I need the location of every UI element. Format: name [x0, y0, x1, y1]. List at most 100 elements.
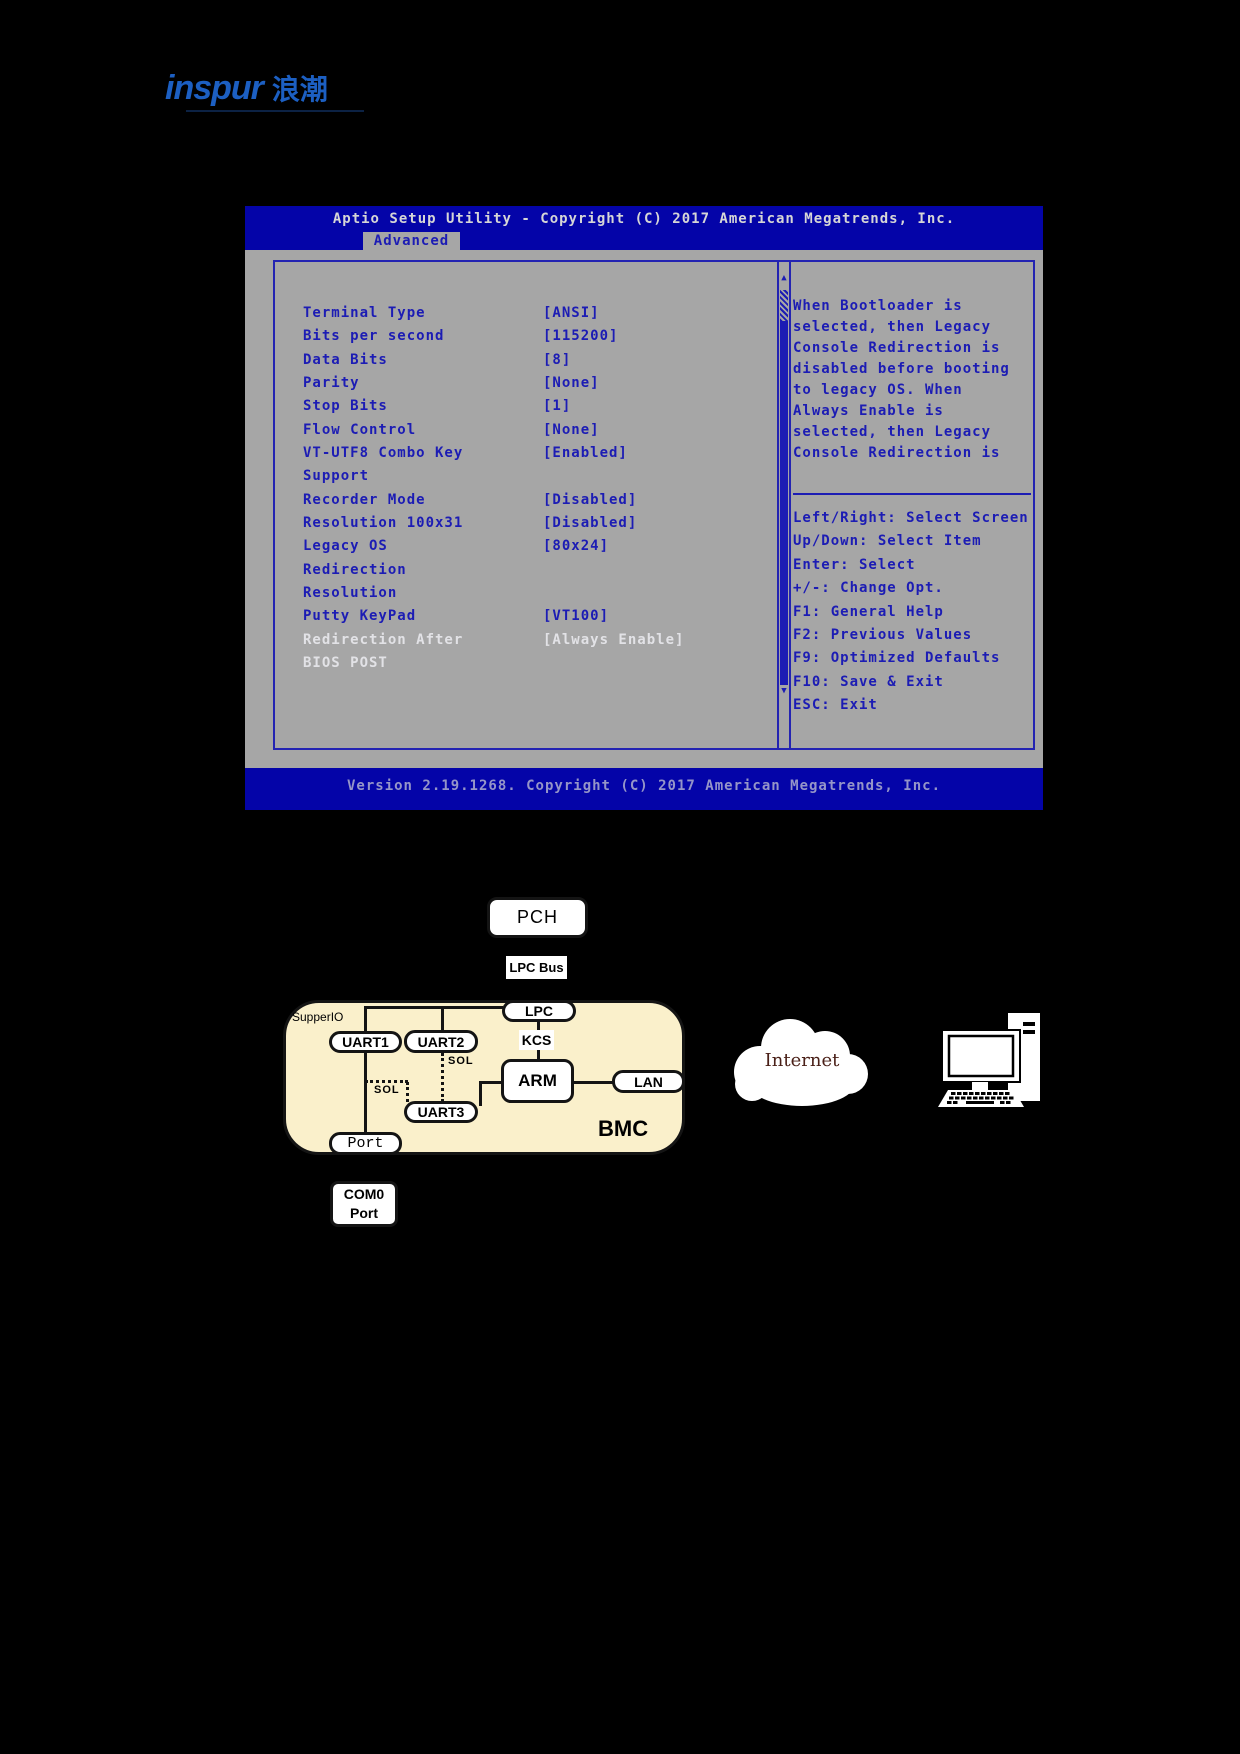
uart2-label: UART2: [417, 1033, 465, 1050]
uart1-label: UART1: [342, 1034, 389, 1050]
help-line: Console Redirection is: [793, 445, 1001, 461]
key-hint: F2: Previous Values: [793, 627, 973, 644]
bios-item-label: Terminal Type: [303, 305, 426, 321]
lan-box: LAN: [612, 1070, 685, 1093]
scroll-down-icon[interactable]: ▼: [781, 686, 787, 696]
bios-menu-item[interactable]: Resolution 100x31 [Disabled]: [303, 512, 773, 535]
pch-box: PCH: [487, 897, 588, 938]
logo-underline: [186, 110, 364, 112]
sol-dotted-uart2-uart3: [441, 1053, 444, 1102]
bios-item-value: [Always Enable]: [543, 631, 685, 648]
kcs-label: KCS: [519, 1030, 554, 1050]
bios-item-label: BIOS POST: [303, 654, 388, 671]
key-hint: F9: Optimized Defaults: [793, 650, 1001, 667]
scroll-up-icon[interactable]: ▲: [781, 273, 787, 283]
bios-menu-item[interactable]: Redirection After [Always Enable]: [303, 629, 773, 652]
lpc-label: LPC: [525, 1003, 553, 1019]
internet-cloud: [722, 1012, 882, 1112]
bios-item-label: Bits per second: [303, 328, 445, 345]
bios-version-text: Version 2.19.1268. Copyright (C) 2017 Am…: [346, 778, 941, 794]
bios-header-bar: Aptio Setup Utility - Copyright (C) 2017…: [245, 206, 1043, 250]
line-top-bus: [364, 1006, 503, 1009]
bios-menu-item[interactable]: Stop Bits [1]: [303, 395, 773, 418]
bios-item-label: Resolution: [303, 584, 398, 601]
bios-menu-list: Terminal Type [ANSI] Bits per second [11520…: [303, 302, 773, 675]
bios-item-label: VT-UTF8 Combo Key: [303, 444, 464, 461]
bios-item-label: Flow Control: [303, 421, 417, 438]
key-hint: Enter: Select: [793, 556, 916, 573]
help-line: to legacy OS. When: [793, 382, 963, 398]
bios-menu-item[interactable]: Flow Control[None]: [303, 419, 773, 442]
sol-dotted-uart1-h: [365, 1080, 408, 1083]
bios-item-label: Parity: [303, 374, 360, 391]
bios-item-value: [8]: [543, 351, 572, 368]
key-hint: F10: Save & Exit: [793, 673, 944, 690]
bios-menu-item[interactable]: Data Bits [8]: [303, 349, 773, 372]
bios-footer-bar: Version 2.19.1268. Copyright (C) 2017 Am…: [245, 768, 1043, 810]
help-line: disabled before booting: [793, 361, 1010, 377]
line-arm-lan: [572, 1081, 615, 1084]
bios-menu-item[interactable]: Terminal Type [ANSI]: [303, 302, 773, 325]
line-arm-uart3-v: [479, 1081, 482, 1106]
uart3-box: UART3: [404, 1101, 478, 1123]
uart2-box: UART2: [404, 1030, 478, 1053]
port-label: Port: [347, 1135, 384, 1152]
pch-label: PCH: [516, 907, 558, 927]
bios-menu-item[interactable]: Parity [None]: [303, 372, 773, 395]
lpc-box: LPC: [502, 1000, 576, 1022]
bios-item-label: Legacy OS: [303, 538, 388, 555]
bios-item-value: [ANSI]: [543, 305, 600, 321]
help-line: selected, then Legacy: [793, 319, 992, 335]
bios-item-label: Putty KeyPad: [303, 608, 417, 625]
bios-item-label: Data Bits: [303, 351, 388, 368]
arm-box: ARM: [501, 1059, 574, 1103]
bios-item-value: [VT100]: [543, 608, 610, 625]
bios-menu-item[interactable]: Redirection: [303, 559, 773, 582]
help-divider: [793, 493, 1031, 495]
bios-menu-item[interactable]: Recorder Mode[Disabled]: [303, 489, 773, 512]
bios-item-value: [Disabled]: [543, 491, 638, 508]
bios-item-label: Redirection After: [303, 631, 464, 648]
bios-menu-item[interactable]: Bits per second [115200]: [303, 325, 773, 348]
computer-icon: [930, 1008, 1050, 1113]
bios-menu-item[interactable]: BIOS POST: [303, 652, 773, 675]
help-line: Console Redirection is: [793, 340, 1001, 356]
inspur-cjk: 浪潮: [271, 74, 328, 105]
port-box: Port: [329, 1132, 402, 1155]
line-uart1-up: [364, 1006, 367, 1034]
uart3-label: UART3: [417, 1104, 465, 1120]
bios-menu-item[interactable]: Legacy OS [80x24]: [303, 535, 773, 558]
bios-menu-item[interactable]: Putty KeyPad [VT100]: [303, 605, 773, 628]
com0-port-label: Port: [350, 1205, 378, 1221]
tab-advanced[interactable]: Advanced: [363, 232, 460, 250]
bios-item-value: [80x24]: [543, 538, 610, 555]
line-uart1-port: [364, 1050, 367, 1135]
bios-item-value: [Disabled]: [543, 514, 638, 531]
scrollbar-thumb[interactable]: [780, 290, 788, 321]
bios-menu-item[interactable]: Support: [303, 465, 773, 488]
key-hint: F1: General Help: [793, 603, 944, 620]
bios-item-value: [1]: [543, 398, 572, 415]
help-line: Always Enable is: [793, 403, 944, 419]
bios-setup-screenshot: Aptio Setup Utility - Copyright (C) 2017…: [245, 206, 1043, 810]
line-arm-uart3-h: [479, 1081, 503, 1084]
bios-item-label: Support: [303, 468, 370, 485]
bios-item-label: Resolution 100x31: [303, 514, 464, 531]
bios-menu-item[interactable]: VT-UTF8 Combo Key[Enabled]: [303, 442, 773, 465]
supperio-label: SupperIO: [292, 1010, 344, 1024]
key-hint: Left/Right: Select Screen: [793, 510, 1029, 526]
bios-item-value: [115200]: [543, 328, 619, 345]
bios-item-value: [None]: [543, 374, 600, 391]
bios-item-label: Redirection: [303, 561, 407, 578]
bios-menu-item[interactable]: Resolution: [303, 582, 773, 605]
internet-label: Internet: [764, 1050, 840, 1071]
sol-dotted-uart1-v: [406, 1082, 409, 1102]
key-hint: +/-: Change Opt.: [793, 580, 944, 597]
scrollbar[interactable]: ▲ ▼: [777, 260, 791, 750]
help-line: When Bootloader is: [793, 298, 963, 314]
desktop-pc-icon: [938, 1013, 1040, 1107]
bios-item-label: Stop Bits: [303, 398, 388, 415]
sol-label-upper: SOL: [448, 1055, 474, 1067]
